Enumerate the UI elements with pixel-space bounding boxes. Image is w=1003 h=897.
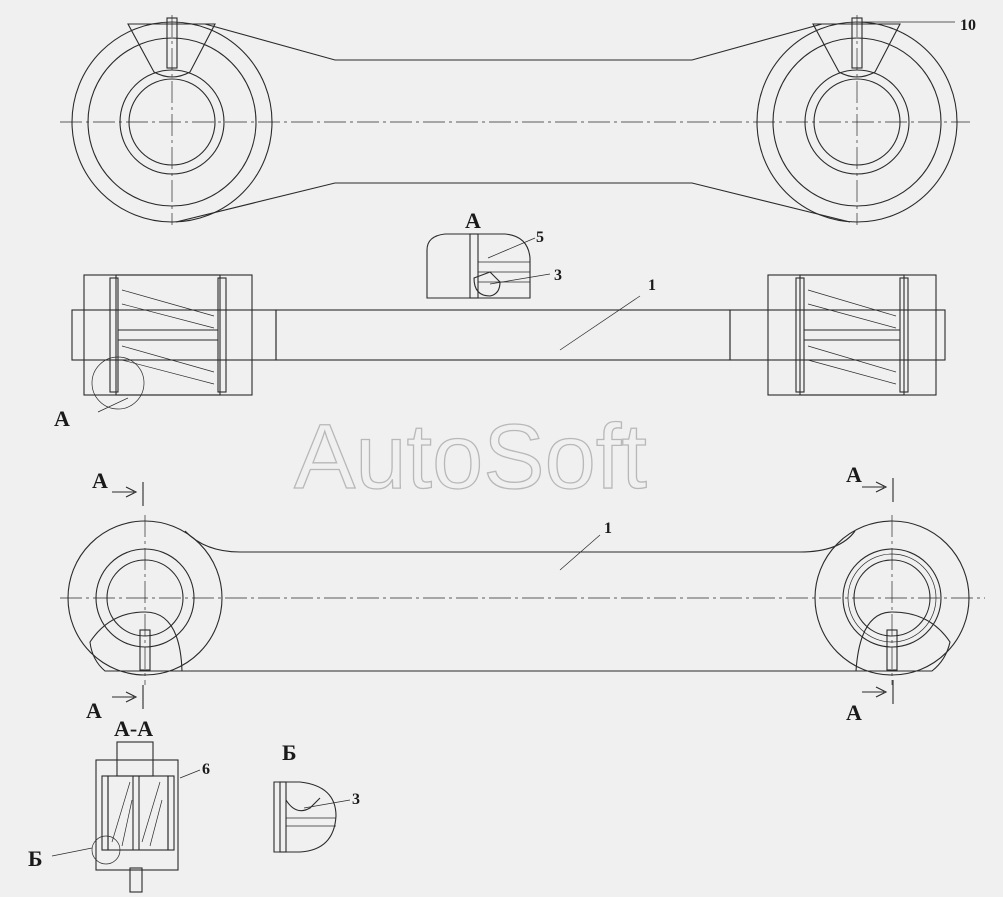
section-a-a: [51, 741, 201, 893]
lower-view: [60, 478, 985, 709]
callout-3-top: 3: [554, 267, 562, 284]
section-mark-bottom-left: А: [86, 698, 102, 723]
detail-b: [273, 781, 351, 853]
section-mark-bottom-right: А: [846, 700, 862, 725]
section-mark-top-right: А: [846, 462, 862, 487]
section-a-a-title: А-А: [114, 716, 153, 741]
middle-section-view: [71, 274, 946, 413]
callout-1-lower: 1: [604, 520, 612, 537]
detail-b-reference: Б: [28, 846, 43, 871]
callout-3-detail: 3: [352, 791, 360, 808]
callout-6: 6: [202, 761, 210, 778]
detail-a-reference: А: [54, 406, 70, 431]
detail-a: [426, 233, 551, 299]
callout-10: 10: [960, 17, 976, 34]
watermark: AutoSoft: [294, 406, 647, 508]
callout-5: 5: [536, 229, 544, 246]
detail-a-title: А: [465, 208, 481, 233]
callout-1-middle: 1: [648, 277, 656, 294]
detail-b-title: Б: [282, 740, 297, 765]
top-view: [60, 15, 970, 225]
section-mark-top-left: А: [92, 468, 108, 493]
